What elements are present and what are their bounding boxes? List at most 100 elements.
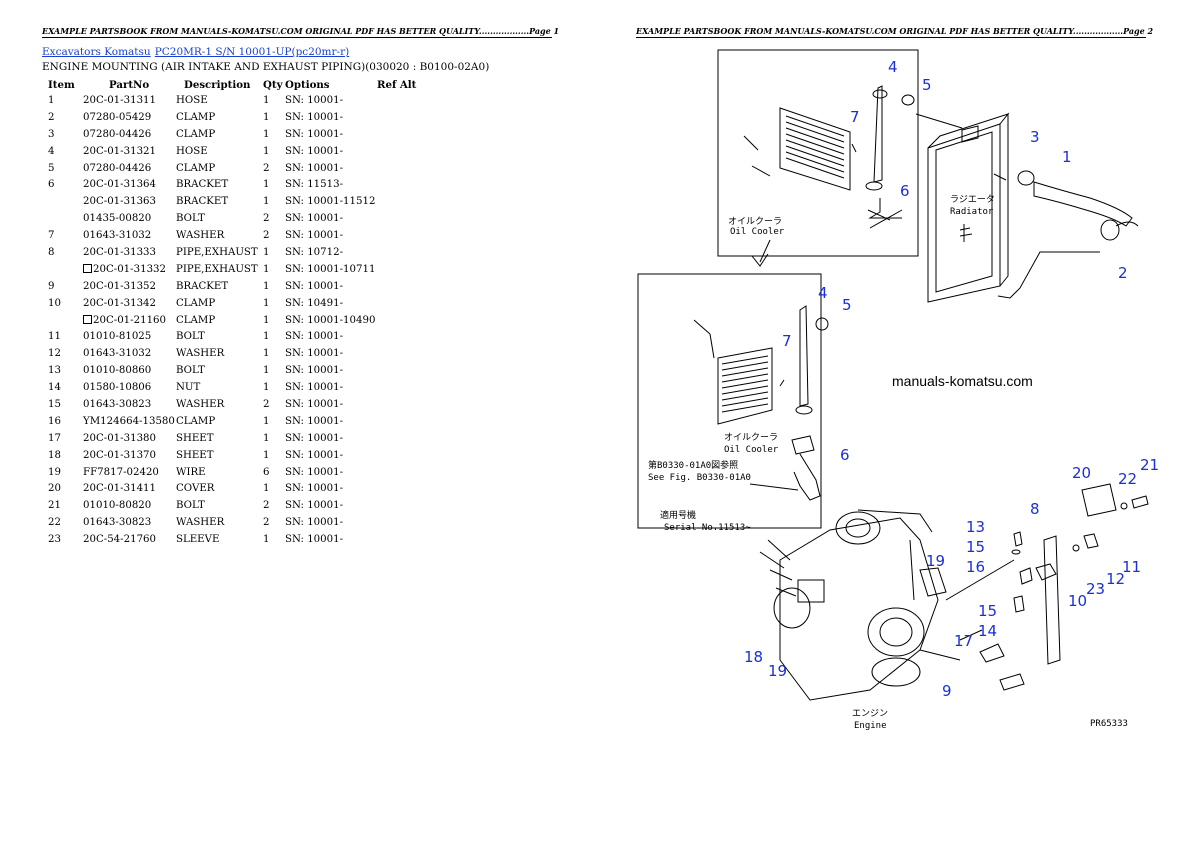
callout-7-bottom: 7 (782, 332, 792, 350)
cell-item (42, 312, 83, 329)
cell-item: 8 (48, 246, 55, 258)
cell-partno: 07280-05429 (83, 111, 152, 123)
cell-description: CLAMP (176, 415, 216, 427)
callout-15-upper: 15 (966, 538, 985, 556)
callout-4-top: 4 (888, 58, 898, 76)
bolt-11 (1083, 533, 1099, 549)
washer-22 (1120, 502, 1128, 510)
callout-14: 14 (978, 622, 997, 640)
callout-19-upper: 19 (926, 552, 945, 570)
cell-qty: 1 (263, 415, 270, 427)
page-header-left: EXAMPLE PARTSBOOK FROM MANUALS-KOMATSU.C… (42, 26, 560, 38)
radiator-label-en: Radiator (950, 207, 994, 217)
cell-refalt (377, 396, 437, 413)
cell-partno: 20C-01-31380 (83, 432, 157, 444)
page-title: ENGINE MOUNTING (AIR INTAKE AND EXHAUST … (42, 61, 490, 73)
leader-line-c (997, 251, 1100, 299)
cell-partno: 20C-01-31332 (83, 261, 176, 278)
cell-description: NUT (176, 382, 201, 394)
cell-refalt (377, 278, 437, 295)
callout-2: 2 (1118, 264, 1128, 282)
cell-description: HOSE (176, 145, 208, 157)
bolt-21 (1131, 495, 1149, 509)
cell-item: 15 (48, 398, 61, 410)
cell-qty: 1 (263, 365, 270, 377)
cell-partno: 01643-30823 (83, 517, 152, 529)
cell-description: CLAMP (176, 314, 216, 326)
cell-options: SN: 10001- (285, 162, 344, 174)
callout-8: 8 (1030, 500, 1040, 518)
cell-refalt (377, 210, 437, 227)
callout-22: 22 (1118, 470, 1137, 488)
cell-description: PIPE,EXHAUST (176, 246, 258, 258)
oil-cooler-inset-top (717, 49, 919, 257)
callout-9: 9 (942, 682, 952, 700)
hose-2-end (1115, 221, 1139, 227)
hose-1 (1033, 181, 1133, 227)
callout-7-top: 7 (850, 108, 860, 126)
cell-options: SN: 10001- (285, 449, 344, 461)
cell-refalt (377, 345, 437, 362)
cell-options: SN: 10001- (285, 280, 344, 292)
cell-refalt (377, 261, 437, 278)
cell-qty: 2 (263, 500, 270, 512)
cell-options: SN: 10712- (285, 246, 344, 258)
cell-qty: 1 (263, 145, 270, 157)
cell-options: SN: 10001-10711 (285, 263, 376, 275)
cell-partno: 01643-30823 (83, 398, 152, 410)
cell-item (42, 193, 83, 210)
cell-options: SN: 10491- (285, 297, 344, 309)
cell-item: 3 (48, 128, 55, 140)
engine-label-jp: エンジン (852, 709, 888, 719)
hose-end-bottom (795, 405, 813, 415)
breadcrumb-link-excavators[interactable]: Excavators Komatsu (42, 46, 151, 58)
cell-item: 13 (48, 365, 61, 377)
cell-options: SN: 10001- (285, 382, 344, 394)
cell-description: BOLT (176, 500, 205, 512)
bolt-7-top (851, 143, 857, 153)
cell-partno: 20C-01-31352 (83, 280, 157, 292)
cell-qty: 1 (263, 179, 270, 191)
col-header-qty: Qty (263, 78, 283, 91)
engine-label-en: Engine (854, 721, 887, 731)
breadcrumb-link-model[interactable]: PC20MR-1 S/N 10001-UP(pc20mr-r) (154, 46, 350, 58)
cell-qty: 1 (263, 432, 270, 444)
cell-description: WASHER (176, 517, 225, 529)
cell-description: CLAMP (176, 162, 216, 174)
cell-item: 21 (48, 500, 61, 512)
cell-item: 14 (48, 382, 61, 394)
cell-description: BOLT (176, 365, 205, 377)
cell-item: 19 (48, 466, 61, 478)
col-header-options: Options (285, 78, 330, 91)
cell-item: 11 (48, 331, 61, 343)
oil-cooler-bottom (693, 319, 773, 425)
cell-qty: 2 (263, 213, 270, 225)
callout-5-bottom: 5 (842, 296, 852, 314)
cell-options: SN: 10001- (285, 432, 344, 444)
cell-item: 18 (48, 449, 61, 461)
col-header-partno: PartNo (109, 78, 150, 91)
oil-cooler-top-label-jp: オイルクーラ (728, 216, 782, 227)
see-fig-leader (749, 483, 799, 491)
callout-23: 23 (1086, 580, 1105, 598)
col-header-item: Item (48, 78, 75, 91)
cell-options: SN: 10001- (285, 331, 344, 343)
washer-12 (1072, 544, 1080, 552)
cell-qty: 1 (263, 263, 270, 275)
clamp-5-top (901, 94, 915, 106)
cell-item: 10 (48, 297, 61, 309)
cell-description: SHEET (176, 432, 214, 444)
cell-description: WIRE (176, 466, 206, 478)
cell-options: SN: 10001- (285, 500, 344, 512)
